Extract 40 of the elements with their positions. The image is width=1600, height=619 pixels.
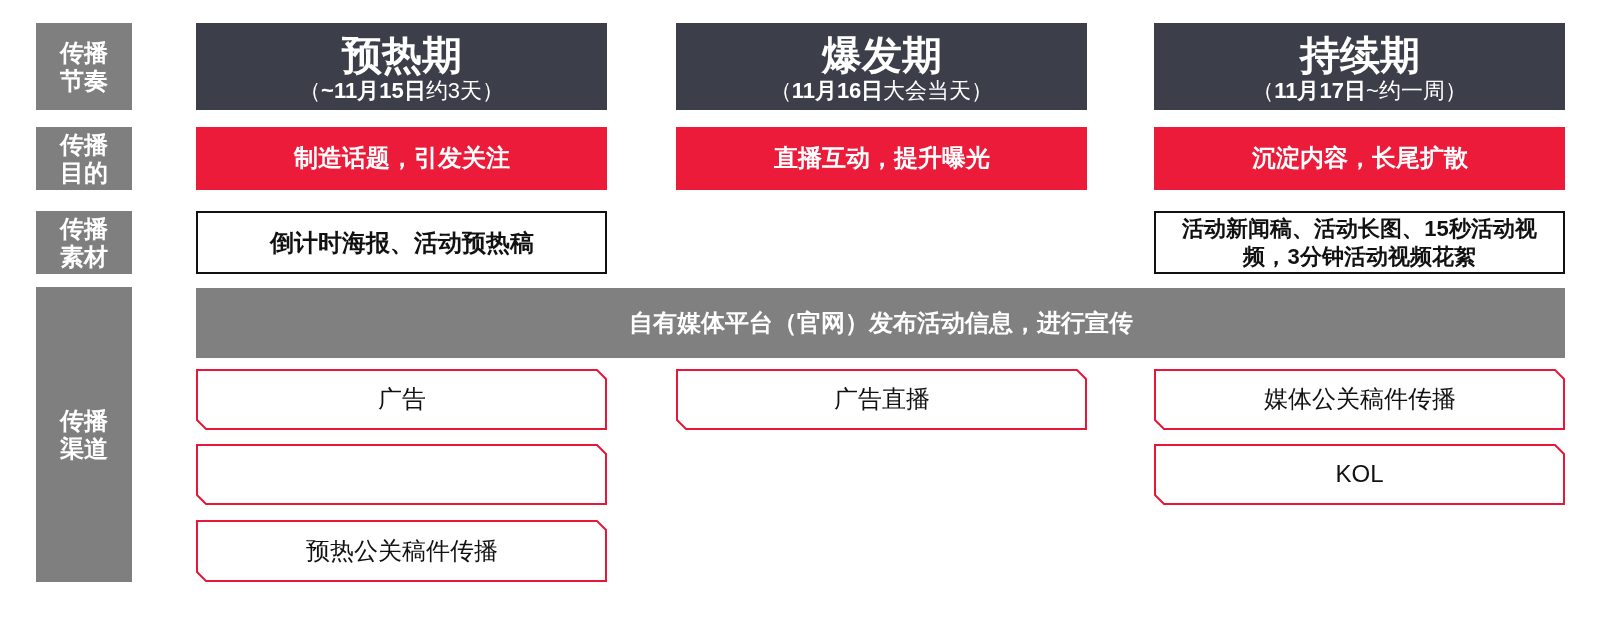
channel-box: [196, 520, 607, 582]
channel-text: 媒体公关稿件传播: [1263, 385, 1456, 414]
channel-box: [1154, 444, 1565, 505]
channel-text: 广告直播: [833, 385, 930, 414]
channel-text: 预热公关稿件传播: [305, 536, 498, 566]
channel-box: [676, 369, 1087, 430]
phase-title: 预热期: [341, 32, 462, 77]
goal-banner: [196, 127, 607, 190]
row-title: 传播目的: [58, 130, 109, 187]
row-header: [36, 23, 132, 110]
phase-header: [1154, 23, 1565, 110]
phase-title: 持续期: [1299, 32, 1420, 77]
row-title: 传播素材: [58, 214, 109, 271]
row-title: 传播节奏: [58, 38, 109, 95]
material-box: [196, 211, 607, 274]
channel-box: [1154, 369, 1565, 430]
row-title: 传播渠道: [58, 406, 109, 463]
row-header: [36, 127, 132, 190]
phase-title: 爆发期: [821, 32, 942, 77]
goal-text: 直播互动，提升曝光: [773, 144, 990, 173]
platform-bar: [196, 288, 1565, 358]
platform-text: 自有媒体平台（官网）发布活动信息，进行宣传: [628, 308, 1133, 338]
phase-date: （~11月15日约3天）: [299, 77, 504, 105]
goal-banner: [1154, 127, 1565, 190]
goal-text: 制造话题，引发关注: [293, 144, 510, 173]
goal-text: 沉淀内容，长尾扩散: [1251, 144, 1468, 173]
channel-text: KOL: [1335, 460, 1384, 489]
material-text: 倒计时海报、活动预热稿: [269, 227, 534, 258]
channel-text: 广告: [377, 385, 426, 414]
row-header: [36, 211, 132, 274]
material-text: 活动新闻稿、活动长图、15秒活动视频，3分钟活动视频花絮: [1181, 215, 1538, 270]
row-header: [36, 287, 132, 582]
phase-date: （11月16日大会当天）: [769, 76, 994, 105]
material-box: [1154, 211, 1565, 274]
goal-banner: [676, 127, 1087, 190]
phase-header: [676, 23, 1087, 110]
channel-box: [196, 369, 607, 430]
phase-header: [196, 23, 607, 110]
channel-box: [196, 444, 607, 505]
phase-date: （11月17日~约一周）: [1252, 76, 1467, 105]
